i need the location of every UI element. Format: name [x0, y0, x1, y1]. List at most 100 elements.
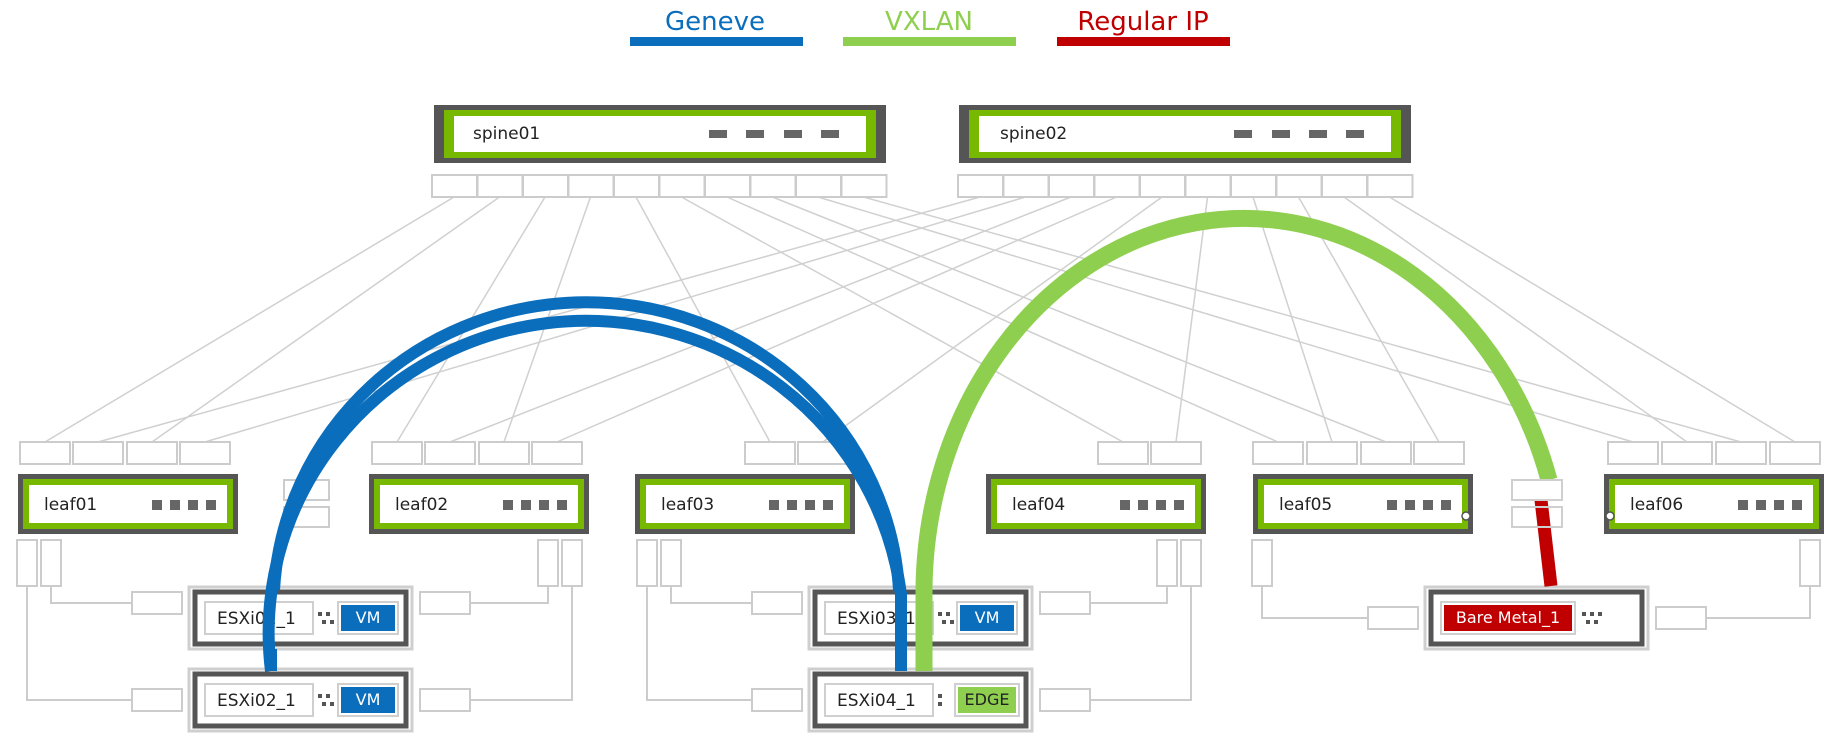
leaf-port-led: [1423, 500, 1433, 510]
leaf-port-led: [521, 500, 531, 510]
leaf-port-led: [823, 500, 833, 510]
leaf-port-led: [1387, 500, 1397, 510]
leaf-port-led: [787, 500, 797, 510]
spine01-label: spine01: [473, 124, 540, 144]
host-link: [50, 586, 132, 604]
leaf-uplink-port: [72, 441, 124, 465]
fabric-link: [1252, 196, 1333, 443]
host-link: [1261, 586, 1368, 619]
spine-port: [795, 174, 842, 198]
spine01[interactable]: spine01: [434, 105, 886, 163]
leaf-port-led: [805, 500, 815, 510]
baremetal-label: Bare Metal_1: [1456, 608, 1560, 628]
leaf05[interactable]: leaf05: [1253, 474, 1473, 534]
spine02-label: spine02: [1000, 124, 1067, 144]
leaf01[interactable]: leaf01: [18, 474, 238, 534]
leaf-port-led: [769, 500, 779, 510]
spine-port: [1048, 174, 1095, 198]
leaf-uplink-port: [179, 441, 231, 465]
host-link: [1706, 586, 1811, 619]
leaf-port-led: [1405, 500, 1415, 510]
leaf03[interactable]: leaf03: [635, 474, 855, 534]
leaf-downlink-port: [1251, 539, 1273, 587]
leaf06-port-leds: [1738, 500, 1802, 510]
legend-regular-ip-swatch: [1057, 37, 1230, 46]
baremetal-badge: [1444, 605, 1572, 631]
spine-port: [1321, 174, 1368, 198]
spine-port: [431, 174, 478, 198]
spine-port: [957, 174, 1004, 198]
leaf02[interactable]: leaf02: [369, 474, 589, 534]
host-nic-port: [1039, 688, 1091, 712]
host-nic-port: [131, 688, 183, 712]
fabric-link: [822, 196, 1163, 443]
host-nic-port: [131, 591, 183, 615]
spine02-port-leds: [1234, 130, 1364, 138]
leaf-port-led: [1156, 500, 1166, 510]
host-baremetal[interactable]: Bare Metal_1: [1423, 585, 1650, 651]
esxi04-edge-badge: [958, 687, 1016, 713]
esxi01-tag: VM: [356, 608, 381, 627]
fabric-link: [44, 196, 455, 443]
legend: Geneve VXLAN Regular IP: [630, 7, 1230, 46]
leaf05-label: leaf05: [1279, 495, 1332, 515]
fabric-link: [1389, 196, 1796, 443]
leaf-downlink-port: [561, 539, 583, 587]
host-esxi02[interactable]: ESXi02_1 VM: [187, 667, 414, 733]
leaf04[interactable]: leaf04: [986, 474, 1206, 534]
host-esxi04[interactable]: ESXi04_1 EDGE: [807, 667, 1034, 733]
spine-port: [1275, 174, 1323, 198]
fabric-link: [151, 196, 500, 443]
host-link: [470, 586, 549, 604]
fabric-link: [681, 196, 1124, 443]
leaf-uplink-port: [1661, 441, 1713, 465]
baremetal-uplink-port-1: [1511, 479, 1563, 501]
host-link: [646, 586, 752, 701]
esxi04-name-box: [824, 683, 934, 717]
spine02-led-3: [1309, 130, 1327, 138]
leaf-uplink-port: [1715, 441, 1767, 465]
fabric-link: [1343, 196, 1688, 443]
fabric-link: [556, 196, 1117, 443]
leaf02-port-leds: [503, 500, 567, 510]
baremetal-dots-icon: [1582, 612, 1602, 624]
esxi04-tag: EDGE: [965, 690, 1010, 709]
fabric-link: [1175, 196, 1209, 443]
spine-port: [567, 174, 615, 198]
esxi04-label: ESXi04_1: [837, 691, 916, 711]
spine-port: [1093, 174, 1141, 198]
leaf06[interactable]: leaf06: [1604, 474, 1824, 534]
esxi02-vm-badge: [341, 687, 395, 713]
esxi01-name-box: [204, 601, 314, 635]
legend-vxlan-label: VXLAN: [885, 7, 973, 37]
leaf-uplink-port: [1306, 441, 1358, 465]
leaf-port-led: [206, 500, 216, 510]
leaf-port-led: [188, 500, 198, 510]
legend-geneve-label: Geneve: [665, 7, 765, 37]
leaf-port-led: [1138, 500, 1148, 510]
spine02-led-4: [1346, 130, 1364, 138]
leaf-uplink-port: [1769, 441, 1821, 465]
spine-port: [840, 174, 888, 198]
spine01-led-4: [821, 130, 839, 138]
esxi01-label: ESXi01_1: [217, 609, 296, 629]
fabric-link: [863, 196, 1742, 443]
spine02-led-2: [1272, 130, 1290, 138]
spine-port: [1139, 174, 1186, 198]
leaf-port-led: [1792, 500, 1802, 510]
esxi03-tag: VM: [975, 608, 1000, 627]
fabric-link: [449, 196, 1072, 443]
host-esxi01[interactable]: ESXi01_1 VM: [187, 585, 414, 651]
esxi03-vm-badge: [960, 605, 1014, 631]
host-link: [1090, 586, 1192, 701]
spine-port: [749, 174, 797, 198]
spine02[interactable]: spine02: [959, 105, 1411, 163]
spine-port: [658, 174, 706, 198]
leaf-downlink-port: [1180, 539, 1202, 587]
host-nic-port: [419, 688, 471, 712]
esxi01-dots-icon: [318, 612, 334, 624]
leaf-uplink-port: [1607, 441, 1659, 465]
host-nic-port: [1039, 591, 1091, 615]
tunnel-geneve-esxi01-esxi03: [268, 296, 905, 591]
spine01-led-2: [746, 130, 764, 138]
